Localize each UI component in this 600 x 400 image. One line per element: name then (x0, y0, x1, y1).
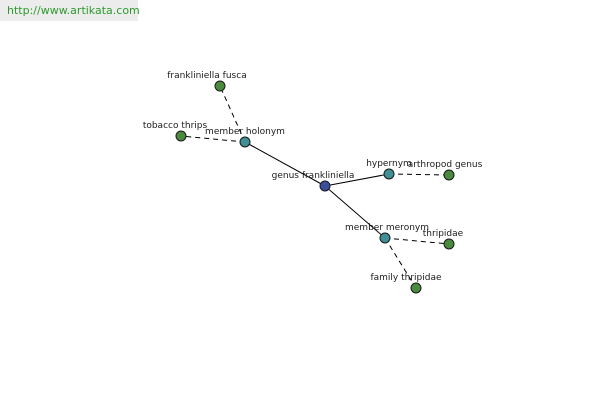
source-url-banner: http://www.artikata.com (0, 0, 140, 21)
graph-edges (180, 85, 450, 289)
label-thripidae: thripidae (423, 229, 464, 239)
edge-genus-frankliniella-to-hypernym (324, 173, 390, 187)
label-member-meronym: member meronym (345, 223, 429, 233)
node-tobacco-thrips[interactable] (175, 130, 187, 142)
edge-member-holonym-to-tobacco-thrips (180, 135, 246, 143)
node-family-thripidae[interactable] (410, 282, 422, 294)
edge-hypernym-to-arthropod-genus (388, 173, 450, 176)
label-hypernym: hypernym (366, 159, 412, 169)
label-genus-frankliniella: genus frankliniella (272, 171, 355, 181)
edge-genus-frankliniella-to-member-holonym (244, 141, 326, 187)
node-arthropod-genus[interactable] (443, 169, 455, 181)
edge-member-meronym-to-thripidae (384, 237, 450, 245)
node-frankliniella-fusca[interactable] (214, 80, 226, 92)
edge-member-meronym-to-family-thripidae (384, 237, 417, 289)
node-hypernym[interactable] (383, 168, 395, 180)
edge-member-holonym-to-frankliniella-fusca (219, 85, 246, 143)
label-arthropod-genus: arthropod genus (408, 160, 483, 170)
label-frankliniella-fusca: frankliniella fusca (167, 71, 246, 81)
label-member-holonym: member holonym (205, 127, 285, 137)
label-family-thripidae: family thripidae (370, 273, 442, 283)
graph-nodes (175, 80, 455, 294)
edge-genus-frankliniella-to-member-meronym (324, 185, 386, 239)
node-member-meronym[interactable] (379, 232, 391, 244)
node-genus-frankliniella[interactable] (319, 180, 331, 192)
label-tobacco-thrips: tobacco thrips (143, 121, 208, 131)
node-member-holonym[interactable] (239, 136, 251, 148)
node-thripidae[interactable] (443, 238, 455, 250)
graph-labels: genus frankliniella member holonym hyperny… (143, 71, 483, 283)
